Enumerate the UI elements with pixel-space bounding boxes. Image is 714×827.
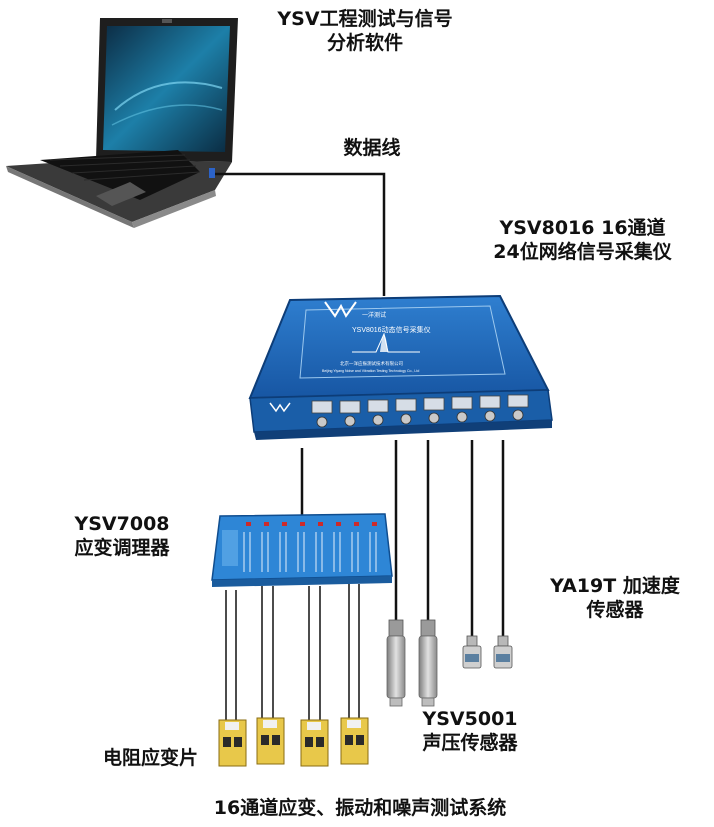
system-caption: 16通道应变、振动和噪声测试系统 [213,797,507,819]
microphone-sensor-icon [386,619,406,707]
conditioner-label-line1: YSV7008 [74,513,170,535]
accelerometer-icon [462,635,482,669]
microphone-sensor-icon [418,619,438,707]
conditioner-label-line2: 应变调理器 [74,537,170,559]
strain-gauge-wires [225,584,360,720]
strain-conditioner-icon [211,513,393,587]
strain-gauge-icon [300,719,329,767]
conditioner-label: YSV7008 应变调理器 [52,512,192,560]
strain-gauge-icon [256,717,285,765]
daq-company-en: Beijing Yiyang Noise and Vibration Testi… [322,369,419,373]
accelerometer-label-line2: 传感器 [586,599,644,621]
strain-gauge-icon [218,719,247,767]
cable-label: 数据线 [343,137,401,159]
strain-gauge-icon [340,717,369,765]
microphone-label-line2: 声压传感器 [422,732,518,754]
daq-label: YSV8016 16通道 24位网络信号采集仪 [455,216,710,264]
daq-panel-title: YSV8016动态信号采集仪 [352,325,431,334]
laptop-icon [6,18,238,228]
accelerometer-label-line1: YA19T 加速度 [550,575,680,597]
daq-company-cn: 北京一洋应振测试技术有限公司 [340,360,403,367]
microphone-label-line1: YSV5001 [422,708,518,730]
daq-label-line2: 24位网络信号采集仪 [493,241,672,263]
channel-cables [300,440,505,638]
microphone-label: YSV5001 声压传感器 [400,707,540,755]
daq-brand-text: 一洋测试 [362,311,386,319]
accelerometer-icon [493,635,513,669]
software-label: YSV工程测试与信号 分析软件 [240,7,490,55]
strain-gauge-label: 电阻应变片 [102,747,198,769]
daq-instrument-icon [248,294,553,440]
daq-label-line1: YSV8016 16通道 [499,217,666,239]
data-cable [215,172,386,296]
software-label-line2: 分析软件 [326,32,403,54]
software-label-line1: YSV工程测试与信号 [277,8,453,30]
accelerometer-label: YA19T 加速度 传感器 [520,574,710,622]
